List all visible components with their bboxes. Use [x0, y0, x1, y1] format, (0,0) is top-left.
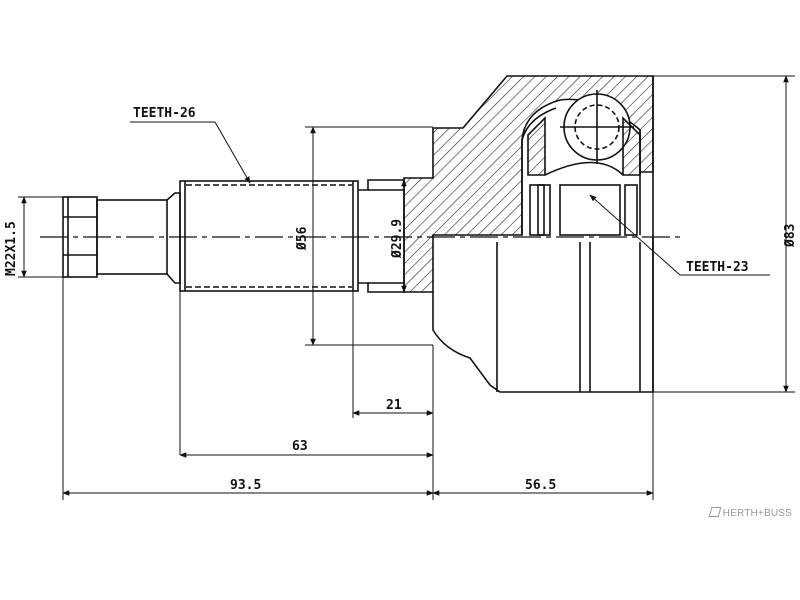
inner-race-detail: [521, 90, 641, 236]
brand-mark-icon: [708, 507, 721, 517]
threaded-end: [62, 192, 181, 284]
brand-logo-text: HERTH+BUSS: [722, 508, 792, 519]
thread-dim-label: M22X1.5: [4, 221, 19, 276]
teeth-23-label: TEETH-23: [686, 260, 749, 275]
teeth-26-label: TEETH-26: [133, 106, 196, 121]
len-93-5-label: 93.5: [230, 478, 261, 493]
brand-logo: HERTH+BUSS: [708, 507, 792, 519]
shaft-dia-label: Ø56: [295, 226, 310, 251]
seal-dia-label: Ø29.9: [390, 219, 405, 259]
len-63-label: 63: [292, 439, 308, 454]
len-21-label: 21: [386, 398, 402, 413]
splined-shaft: [179, 179, 405, 293]
len-56-5-label: 56.5: [525, 478, 556, 493]
dimension-lines: [18, 75, 795, 500]
body-dia-label: Ø83: [783, 224, 798, 248]
outer-housing-body: [432, 76, 654, 393]
